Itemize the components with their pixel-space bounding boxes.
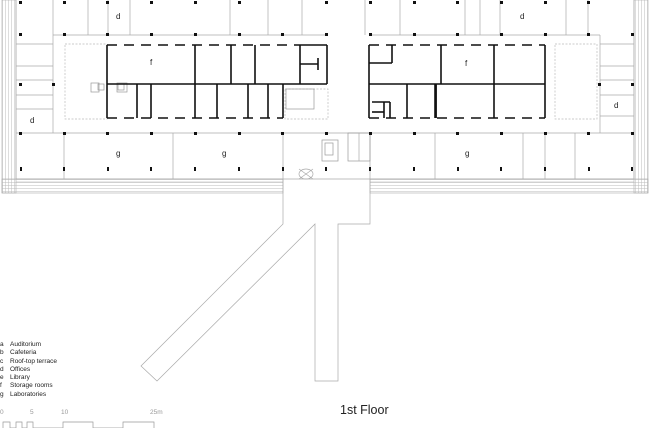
facade-band — [1, 0, 649, 194]
scale-tick-10: 10 — [61, 409, 69, 416]
room-label-storage-right: f — [465, 59, 468, 68]
room-label-storage-left: f — [150, 58, 153, 67]
scale-bar-labels: 0 5 10 25m — [0, 409, 170, 417]
storage-walls-right — [368, 44, 546, 119]
scale-tick-25m: 25m — [150, 409, 163, 416]
scale-bar — [2, 421, 155, 428]
room-label-lab-right: g — [465, 149, 470, 158]
drawing-title: 1st Floor — [340, 403, 389, 417]
room-label-lab-left-2: g — [222, 149, 227, 158]
room-label-offices-top-left: d — [116, 12, 121, 21]
room-label-lab-left-1: g — [116, 149, 121, 158]
scale-tick-5: 5 — [30, 409, 34, 416]
room-label-offices-top-right: d — [520, 12, 525, 21]
structural-columns — [19, 1, 634, 171]
scale-tick-0: 0 — [0, 409, 4, 416]
storage-walls-left — [106, 44, 328, 119]
room-label-offices-right: d — [614, 101, 619, 110]
room-label-offices-left: d — [30, 116, 35, 125]
